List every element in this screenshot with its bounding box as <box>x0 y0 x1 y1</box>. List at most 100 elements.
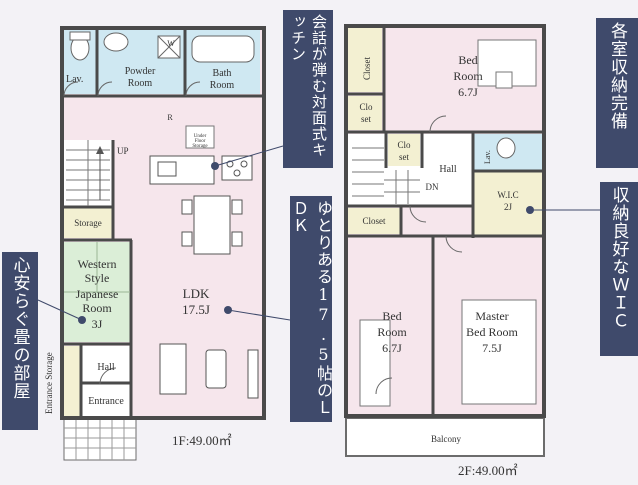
floor2-area-label: 2F:49.00㎡ <box>458 463 518 478</box>
coffee-table <box>205 349 227 389</box>
lav-label-1f: Lav. <box>66 74 83 85</box>
master-label-2: Bed Room <box>466 325 518 339</box>
chair-3 <box>231 199 243 215</box>
hall-label-2f: Hall <box>439 164 456 175</box>
closet-left-label-1: Clo <box>359 102 373 112</box>
stairs-2f-treads <box>352 147 420 204</box>
r-mark: R <box>167 113 173 122</box>
closet-left-2f <box>348 96 382 130</box>
ldk-room <box>130 100 262 416</box>
tatami-callout: 心安らぐ畳の部屋 <box>2 252 38 430</box>
master-label-3: 7.5J <box>482 341 502 355</box>
burner-2 <box>240 160 248 168</box>
japanese-room-label-1: Western <box>77 257 116 271</box>
closet-mid-label: Closet <box>362 216 386 226</box>
under-floor-storage-label-1: Under <box>194 134 207 139</box>
desk-top <box>495 71 513 89</box>
sofa <box>159 343 187 395</box>
wic-callout-dot <box>526 206 534 214</box>
japanese-room-label-4: Room <box>82 301 112 315</box>
burner-1 <box>226 160 234 168</box>
kitchen-sink <box>157 161 177 177</box>
wic-label-2: 2J <box>504 202 513 212</box>
floor1-corridor <box>62 100 262 140</box>
floor2-outer-wall <box>344 24 546 418</box>
dn-label: DN <box>426 182 439 192</box>
chair-2 <box>181 231 193 247</box>
master-label-1: Master <box>475 309 508 323</box>
bed-bottom-label-2: Room <box>377 325 407 339</box>
powder-room-label-2: Room <box>128 78 153 89</box>
tatami-callout-text: 心安らぐ畳の部屋 <box>9 256 30 400</box>
bed-top-label-2: Room <box>453 69 483 83</box>
w-mark: W <box>167 39 175 48</box>
under-floor-storage-label-3: Storage <box>192 144 208 149</box>
bathtub <box>191 35 255 63</box>
storage-all-callout: 各室収納完備 <box>596 18 638 168</box>
ldk-callout-text: ゆとりある17.5帖のＬＤＫ <box>290 200 333 416</box>
balcony-label: Balcony <box>431 434 461 444</box>
bed-bottom-furniture <box>359 319 391 407</box>
bath-room-label-1: Bath <box>213 68 232 79</box>
bath-room-label-2: Room <box>210 80 235 91</box>
entrance-steps-lines <box>64 418 136 460</box>
floor1-plan: Lav. Powder Room Bath Room W R UP Storag… <box>37 26 291 461</box>
floor2-door-swings <box>375 115 463 395</box>
floor1-area-label: 1F:49.00㎡ <box>172 433 232 448</box>
burner-3 <box>233 169 241 177</box>
stairs-1f-treads <box>66 140 110 206</box>
tatami-layout <box>64 242 130 293</box>
floor2-plan: Closet Clo set Clo set Bed Room 6.7J Hal… <box>344 24 600 457</box>
chair-4 <box>231 231 243 247</box>
bed-top-label-3: 6.7J <box>458 85 478 99</box>
storage-label-1f: Storage <box>74 218 102 228</box>
tv-board <box>247 349 259 399</box>
japanese-room-label-2: Style <box>85 271 110 285</box>
powder-room-label-1: Powder <box>125 66 156 77</box>
stairs-1f-arrowhead <box>96 146 104 154</box>
bed-top-label-1: Bed <box>458 53 477 67</box>
lav-label-2f: Lav. <box>483 150 492 164</box>
ldk-label-1: LDK <box>183 286 210 301</box>
hall-label-1f: Hall <box>97 362 114 373</box>
closet-hall-label-2: set <box>399 152 409 162</box>
bed-bottom-label-3: 6.7J <box>382 341 402 355</box>
ldk-callout-dot <box>224 306 232 314</box>
closet-top-2f <box>348 28 382 92</box>
closet-hall-2f <box>388 134 420 166</box>
ldk-callout-pointer <box>227 309 291 321</box>
kitchen-callout: 会話が弾む対面式キッチン <box>283 10 333 168</box>
tatami-callout-dot <box>78 316 86 324</box>
floor1-outer-wall <box>60 26 266 420</box>
tatami-callout-pointer <box>37 299 83 321</box>
closet-mid-2f <box>348 208 400 234</box>
toilet-tank-1f <box>69 31 91 41</box>
master-bed-furniture <box>461 299 537 405</box>
wic-callout: 収納良好なＷＩＣ <box>600 182 638 356</box>
kitchen-callout-text: 会話が弾む対面式キッチン <box>289 14 328 158</box>
entrance-storage <box>64 346 80 416</box>
up-label-1f: UP <box>117 146 129 156</box>
bed-bottom-label-1: Bed <box>382 309 401 323</box>
washbasin <box>103 32 129 52</box>
storage-all-callout-text: 各室収納完備 <box>607 22 627 130</box>
under-floor-storage-box <box>185 125 215 149</box>
wic-label-1: W.I.C <box>497 190 518 200</box>
floor1-door-swings <box>63 81 201 385</box>
ldk-label-2: 17.5J <box>182 302 210 317</box>
wic-callout-text: 収納良好なＷＩＣ <box>608 186 629 330</box>
kitchen-callout-pointer <box>214 145 284 167</box>
entrance-storage-label: Entrance Storage <box>44 352 54 414</box>
closet-left-label-2: set <box>361 114 371 124</box>
washing-machine-x2 <box>157 35 181 59</box>
wic-2f <box>474 172 542 236</box>
toilet-2f <box>496 137 516 159</box>
chair-1 <box>181 199 193 215</box>
entrance-label: Entrance <box>88 396 124 407</box>
storage-1f <box>64 208 112 238</box>
kitchen-callout-dot <box>211 162 219 170</box>
closet-top-label: Closet <box>362 56 372 80</box>
entrance <box>80 384 130 416</box>
